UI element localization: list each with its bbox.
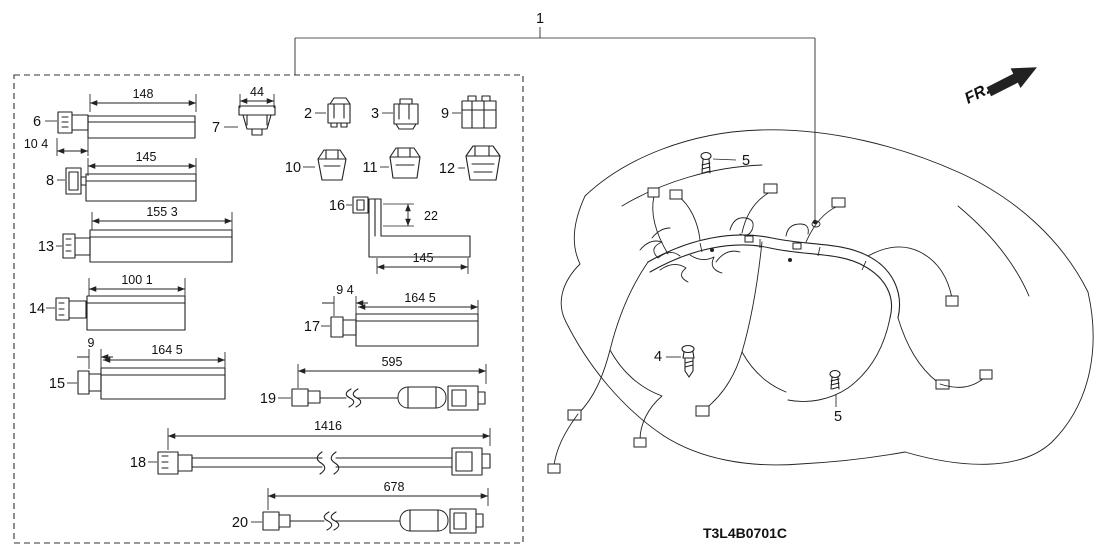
harness-illustration xyxy=(547,129,1094,474)
part-item-18: 1416 18 xyxy=(130,419,491,476)
fr-arrow-icon xyxy=(986,67,1037,97)
bolt-icon xyxy=(700,152,712,174)
callout-7: 7 xyxy=(212,120,220,136)
part-item-3: 3 xyxy=(371,98,419,130)
part-item-17: 9 4 164 5 17 xyxy=(304,283,479,347)
part-item-8: 145 8 xyxy=(46,150,197,202)
dim-20-length: 678 xyxy=(384,480,405,494)
dim-15-length: 164 5 xyxy=(151,343,182,357)
part-item-20: 678 20 xyxy=(232,480,489,534)
dim-6-length: 148 xyxy=(133,87,154,101)
callout-16: 16 xyxy=(329,198,345,214)
dim-14-length: 100 1 xyxy=(121,273,152,287)
dim-16-length: 145 xyxy=(413,251,434,265)
part-item-11: 11 xyxy=(362,147,421,179)
dim-16-drop: 22 xyxy=(424,209,438,223)
parts-box-border xyxy=(13,74,524,544)
dim-13-length: 155 3 xyxy=(146,205,177,219)
dim-19-length: 595 xyxy=(382,355,403,369)
bolt-callout-top: 5 xyxy=(700,152,750,174)
callout-6: 6 xyxy=(33,114,41,130)
callout-18: 18 xyxy=(130,455,146,471)
callout-12: 12 xyxy=(439,161,455,177)
callout-9: 9 xyxy=(441,106,449,122)
part-item-10: 10 xyxy=(285,149,347,181)
part-item-13: 155 3 13 xyxy=(38,205,233,263)
dim-7-length: 44 xyxy=(250,85,264,99)
part-item-16: 22 145 16 xyxy=(329,196,471,274)
part-item-19: 595 19 xyxy=(260,355,487,411)
dim-6-offset: 10 4 xyxy=(24,137,48,151)
part-item-15: 9 164 5 15 xyxy=(49,336,226,400)
callout-2: 2 xyxy=(304,106,312,122)
callout-11: 11 xyxy=(362,160,377,176)
bolt-callout-mid: 4 xyxy=(654,344,695,378)
dim-18-length: 1416 xyxy=(314,419,342,433)
callout-13: 13 xyxy=(38,239,54,255)
diagram-code: T3L4B0701C xyxy=(703,525,787,541)
callout-5-top: 5 xyxy=(742,153,750,169)
part-item-6: 148 10 4 6 xyxy=(24,87,197,156)
part-item-12: 12 xyxy=(439,145,501,181)
dim-17-offset: 9 4 xyxy=(336,283,353,297)
callout-15: 15 xyxy=(49,376,65,392)
callout-5-bottom: 5 xyxy=(834,409,842,425)
callout-14: 14 xyxy=(29,301,45,317)
callout-19: 19 xyxy=(260,391,276,407)
bolt-icon xyxy=(829,370,841,390)
dim-8-length: 145 xyxy=(136,150,157,164)
callout-1: 1 xyxy=(536,11,544,27)
bolt-icon xyxy=(681,344,695,378)
callout-20: 20 xyxy=(232,515,248,531)
dim-17-length: 164 5 xyxy=(404,291,435,305)
part-item-2: 2 xyxy=(304,97,351,128)
callout-3: 3 xyxy=(371,106,379,122)
part-item-9: 9 xyxy=(441,95,497,129)
callout-10: 10 xyxy=(285,160,301,176)
fr-label: FR. xyxy=(962,81,993,108)
part-item-7: 44 7 xyxy=(212,85,276,136)
callout-8: 8 xyxy=(46,173,54,189)
callout-4: 4 xyxy=(654,349,662,365)
bolt-callout-bottom: 5 xyxy=(829,370,842,425)
dim-15-offset: 9 xyxy=(88,336,95,350)
part-item-14: 100 1 14 xyxy=(29,273,186,331)
fr-direction-arrow: FR. xyxy=(962,67,1037,108)
callout-17: 17 xyxy=(304,319,320,335)
